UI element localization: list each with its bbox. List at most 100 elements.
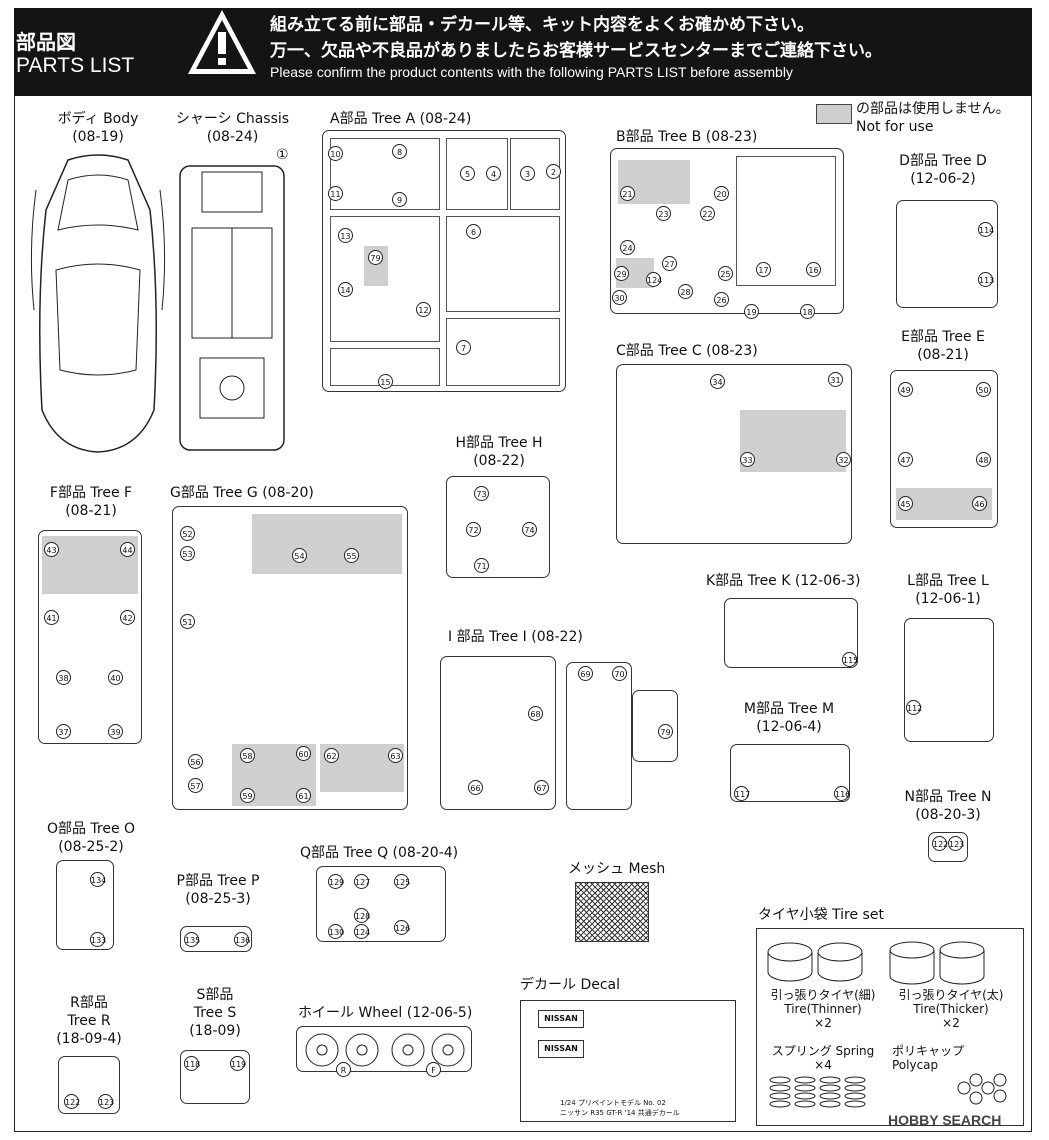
treeF-num-41: 41 — [44, 610, 59, 625]
legend-en: Not for use — [856, 119, 934, 135]
treeB-num-27: 27 — [662, 256, 677, 271]
decal-caption-2: ニッサン R35 GT-R '14 共通デカール — [560, 1109, 680, 1117]
treeG-num-53: 53 — [180, 546, 195, 561]
treeK-frame — [724, 598, 858, 668]
treeO-code: (08-25-2) — [58, 839, 124, 855]
treeQ-num-128: 128 — [354, 908, 370, 923]
decal-caption-1: 1/24 プリペイントモデル No. 02 — [560, 1099, 666, 1107]
treeA-num-8: 8 — [392, 144, 407, 159]
treeQ-num-130: 130 — [328, 924, 344, 939]
treeP-label: P部品 Tree P — [176, 873, 260, 889]
decal-logo-2: NISSAN — [538, 1040, 584, 1058]
treeI-frame-2 — [566, 662, 632, 810]
treeH-num-72: 72 — [466, 522, 481, 537]
treeO-num-133: 133 — [90, 932, 106, 947]
treeG-num-62: 62 — [324, 748, 339, 763]
treeB-num-20: 20 — [714, 186, 729, 201]
tire-thick-qty: ×2 — [942, 1016, 960, 1030]
treeA-cell-3 — [510, 138, 560, 210]
treeC-num-32: 32 — [836, 452, 851, 467]
wheel-front-marker: F — [426, 1062, 441, 1077]
wheel-label: ホイール Wheel (12-06-5) — [298, 1005, 473, 1021]
treeC-num-31: 31 — [828, 372, 843, 387]
watermark: HOBBY SEARCH — [888, 1112, 1002, 1128]
treeA-num-2: 2 — [546, 164, 561, 179]
treeF-num-39: 39 — [108, 724, 123, 739]
treeF-num-42: 42 — [120, 610, 135, 625]
treeE-label: E部品 Tree E — [901, 329, 985, 345]
treeO-label: O部品 Tree O — [46, 821, 136, 837]
legend-jp: の部品は使用しません。 — [856, 101, 1010, 117]
body-drawing — [30, 154, 166, 453]
treeP-num-135: 135 — [184, 932, 200, 947]
treeB-num-21: 21 — [620, 186, 635, 201]
treeM-num-116: 116 — [834, 786, 850, 801]
treeB-num-18: 18 — [800, 304, 815, 319]
treeF-num-40: 40 — [108, 670, 123, 685]
title-jp: 部品図 — [16, 30, 76, 54]
treeG-num-52: 52 — [180, 526, 195, 541]
parts-frame — [14, 96, 1032, 1132]
treeA-num-15: 15 — [378, 374, 393, 389]
treeC-num-34: 34 — [710, 374, 725, 389]
treeE-num-49: 49 — [898, 382, 913, 397]
treeS-num-118: 118 — [184, 1056, 200, 1071]
treeB-num-28: 28 — [678, 284, 693, 299]
treeC-label: C部品 Tree C (08-23) — [616, 343, 758, 359]
treeQ-num-125: 125 — [394, 874, 410, 889]
treeA-num-3: 3 — [520, 166, 535, 181]
treeG-num-56: 56 — [188, 754, 203, 769]
treeA-label: A部品 Tree A (08-24) — [330, 111, 472, 127]
treeL-label: L部品 Tree L — [907, 573, 989, 589]
tire-thin-drawing — [767, 942, 863, 982]
treeS-label: S部品 — [196, 987, 234, 1003]
treeK-label: K部品 Tree K (12-06-3) — [706, 573, 861, 589]
tire-thick-drawing — [889, 941, 985, 985]
treeM-code: (12-06-4) — [756, 719, 822, 735]
treeA-num-12: 12 — [416, 302, 431, 317]
treeF-num-44: 44 — [120, 542, 135, 557]
treeA-num-7: 7 — [456, 340, 471, 355]
chassis-label: シャーシ Chassis — [175, 111, 290, 127]
treeL-code: (12-06-1) — [915, 591, 981, 607]
treeB-num-26: 26 — [714, 292, 729, 307]
tireset-frame — [756, 928, 1024, 1126]
treeB-cell-big — [736, 156, 836, 286]
treeB-num-19: 19 — [744, 304, 759, 319]
tireset-label: タイヤ小袋 Tire set — [758, 907, 884, 923]
treeA-num-11: 11 — [328, 186, 343, 201]
treeB-num-22: 22 — [700, 206, 715, 221]
treeR-num-122: 122 — [64, 1094, 80, 1109]
treeK-num-115: 115 — [842, 652, 858, 667]
mesh-sheet — [575, 882, 649, 942]
treeA-cell-1 — [330, 138, 440, 210]
treeG-num-59: 59 — [240, 788, 255, 803]
treeB-num-17: 17 — [756, 262, 771, 277]
treeO-num-134: 134 — [90, 872, 106, 887]
tire-thin-en: Tire(Thinner) — [784, 1002, 862, 1016]
title-en: PARTS LIST — [16, 54, 135, 77]
tire-thick-en: Tire(Thicker) — [913, 1002, 989, 1016]
treeG-label: G部品 Tree G (08-20) — [170, 485, 314, 501]
treeI-label: I 部品 Tree I (08-22) — [448, 629, 583, 645]
treeH-num-74: 74 — [522, 522, 537, 537]
treeR-code: (18-09-4) — [56, 1031, 122, 1047]
treeM-label: M部品 Tree M — [743, 701, 835, 717]
tire-thin-qty: ×2 — [814, 1016, 832, 1030]
treeA-num-6: 6 — [466, 224, 481, 239]
treeB-num-23: 23 — [656, 206, 671, 221]
treeQ-label: Q部品 Tree Q (08-20-4) — [300, 845, 459, 861]
treeC-unused-32-33 — [740, 410, 846, 472]
notice-line-1: 組み立てる前に部品・デカール等、キット内容をよくお確かめ下さい。 — [270, 15, 814, 35]
treeN-num-122: 122 — [932, 836, 948, 851]
treeE-num-47: 47 — [898, 452, 913, 467]
decal-label: デカール Decal — [520, 977, 621, 993]
chassis-code: (08-24) — [206, 129, 259, 145]
treeA-num-4: 4 — [486, 166, 501, 181]
treeI-num-67: 67 — [534, 780, 549, 795]
wheel-rear-marker: R — [336, 1062, 351, 1077]
body-code: (08-19) — [72, 129, 124, 145]
not-for-use-swatch — [816, 104, 852, 124]
treeA-cell-5 — [446, 216, 560, 312]
treeE-num-46: 46 — [972, 496, 987, 511]
